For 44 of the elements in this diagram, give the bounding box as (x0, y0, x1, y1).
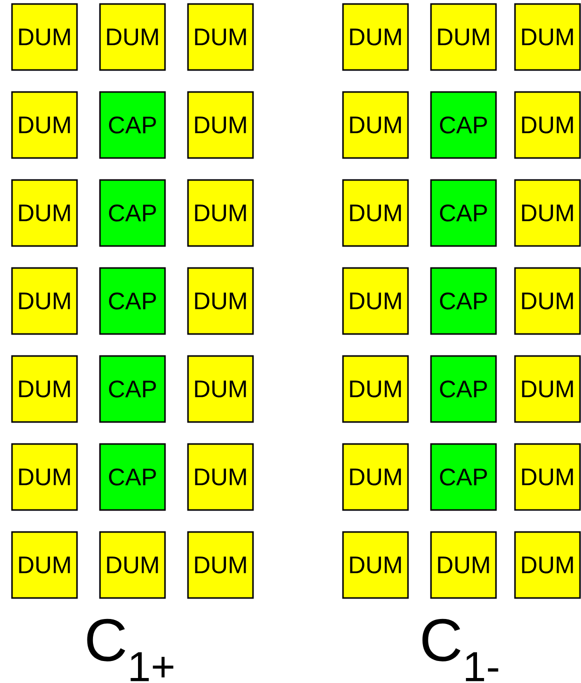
cell-box: DUM (99, 3, 166, 71)
cell-box: CAP (430, 267, 497, 335)
cell-box: DUM (187, 355, 254, 423)
grid-label: C$_{1-}$ (422, 618, 498, 682)
cell-box: DUM (342, 91, 409, 159)
cell-box: DUM (11, 3, 78, 71)
cell-box: CAP (99, 267, 166, 335)
cell-box: DUM (99, 531, 166, 599)
cell-box: DUM (514, 91, 581, 159)
cell-box: DUM (430, 531, 497, 599)
cell-box: DUM (187, 3, 254, 71)
cell-box: DUM (342, 355, 409, 423)
grid-label: C$_{1+}$ (87, 618, 174, 682)
cell-box: DUM (187, 531, 254, 599)
cell-box: DUM (342, 531, 409, 599)
cell-box: DUM (11, 267, 78, 335)
cell-box: CAP (99, 443, 166, 511)
cell-box: CAP (430, 355, 497, 423)
cell-box: DUM (187, 179, 254, 247)
cell-box: DUM (187, 443, 254, 511)
cell-box: DUM (514, 3, 581, 71)
cell-box: DUM (187, 91, 254, 159)
cell-box: CAP (99, 355, 166, 423)
cell-box: DUM (514, 355, 581, 423)
cell-box: CAP (430, 443, 497, 511)
cell-box: DUM (187, 267, 254, 335)
cell-box: CAP (99, 91, 166, 159)
cell-box: DUM (11, 355, 78, 423)
cell-box: DUM (11, 443, 78, 511)
cell-box: DUM (342, 443, 409, 511)
cell-box: DUM (11, 91, 78, 159)
cell-box: CAP (99, 179, 166, 247)
cell-box: DUM (11, 179, 78, 247)
cell-box: CAP (430, 179, 497, 247)
cell-box: DUM (514, 267, 581, 335)
cell-box: DUM (342, 179, 409, 247)
cell-box: DUM (342, 3, 409, 71)
cell-box: DUM (514, 443, 581, 511)
cell-box: DUM (514, 179, 581, 247)
cell-box: DUM (430, 3, 497, 71)
cell-box: DUM (514, 531, 581, 599)
cell-box: CAP (430, 91, 497, 159)
cell-box: DUM (11, 531, 78, 599)
cell-box: DUM (342, 267, 409, 335)
